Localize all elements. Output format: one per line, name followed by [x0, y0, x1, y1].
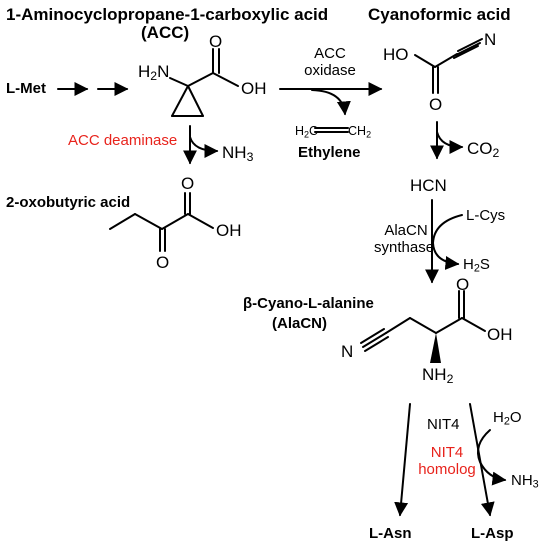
- ethylene-h2c-atom: H2C: [295, 124, 319, 140]
- nit4-homolog-line2: homolog: [418, 461, 476, 478]
- h2s-label: H2S: [463, 256, 490, 275]
- alacn-stereo-wedge: [430, 333, 441, 363]
- ethylene-release-arrow: [311, 89, 351, 116]
- cys-in-h2s-out-arrow: [431, 214, 463, 270]
- acc-carbonyl-o-atom: O: [209, 32, 223, 51]
- alacn-n-atom: N: [341, 342, 354, 361]
- alacn-synthase-line1: AlaCN: [384, 222, 428, 239]
- co2-curved-arrow: [436, 131, 464, 154]
- alacn-synthase-line2: synthase: [374, 239, 435, 256]
- nh3-curved-arrow: [189, 136, 219, 158]
- cyanoformic-n-atom: N: [484, 30, 497, 49]
- hcn-label: HCN: [410, 176, 447, 195]
- cyanoformic-ho-atom: HO: [383, 45, 409, 64]
- ethylene-ch2-atom: CH2: [348, 124, 372, 140]
- cyanoformic-label: Cyanoformic acid: [368, 5, 511, 24]
- l-met-label: L-Met: [6, 80, 46, 97]
- acc-name-label: 1-Aminocyclopropane-1-carboxylic acid: [6, 5, 329, 24]
- oxobutyric-keto-o-atom: O: [156, 253, 170, 272]
- oxobutyric-structure: [109, 192, 214, 252]
- acc-h2n-atom: H2N: [138, 62, 170, 84]
- ethylene-structure: [314, 127, 349, 133]
- nit4-arrow: [394, 403, 411, 517]
- oxobutyric-carbonyl-o-atom: O: [181, 174, 195, 193]
- alacn-carbonyl-o-atom: O: [456, 275, 470, 294]
- co2-label: CO2: [467, 139, 500, 161]
- l-cys-label: L-Cys: [466, 207, 506, 224]
- nit4-homolog-line1: NIT4: [430, 444, 464, 461]
- nh3-homolog-label: NH3: [511, 472, 539, 491]
- alacn-oh-atom: OH: [487, 325, 513, 344]
- acc-deaminase-label: ACC deaminase: [68, 132, 178, 149]
- l-asp-label: L-Asp: [471, 525, 514, 542]
- acc-structure: [169, 48, 239, 117]
- h2o-in-nh3-out-arrow: [477, 429, 507, 486]
- h2o-label: H2O: [493, 409, 522, 428]
- ethylene-label: Ethylene: [298, 144, 361, 161]
- cyanoformic-o-atom: O: [429, 95, 443, 114]
- acc-abbrev-label: (ACC): [141, 23, 190, 42]
- acc-oh-atom: OH: [241, 79, 267, 98]
- oxobutyric-oh-atom: OH: [216, 221, 242, 240]
- cyanoformic-structure: [414, 38, 483, 94]
- nh3-deaminase-label: NH3: [222, 143, 254, 165]
- acc-oxidase-line1: ACC: [314, 45, 346, 62]
- alacn-abbrev-label: (AlaCN): [272, 315, 327, 332]
- oxobutyric-label: 2-oxobutyric acid: [6, 194, 131, 211]
- alacn-nh2-atom: NH2: [422, 365, 454, 387]
- l-asn-label: L-Asn: [369, 525, 412, 542]
- alacn-name-label: β-Cyano-L-alanine: [243, 295, 374, 312]
- acc-oxidase-line2: oxidase: [304, 62, 356, 79]
- nit4-label: NIT4: [427, 416, 460, 433]
- alacn-structure: [360, 290, 486, 352]
